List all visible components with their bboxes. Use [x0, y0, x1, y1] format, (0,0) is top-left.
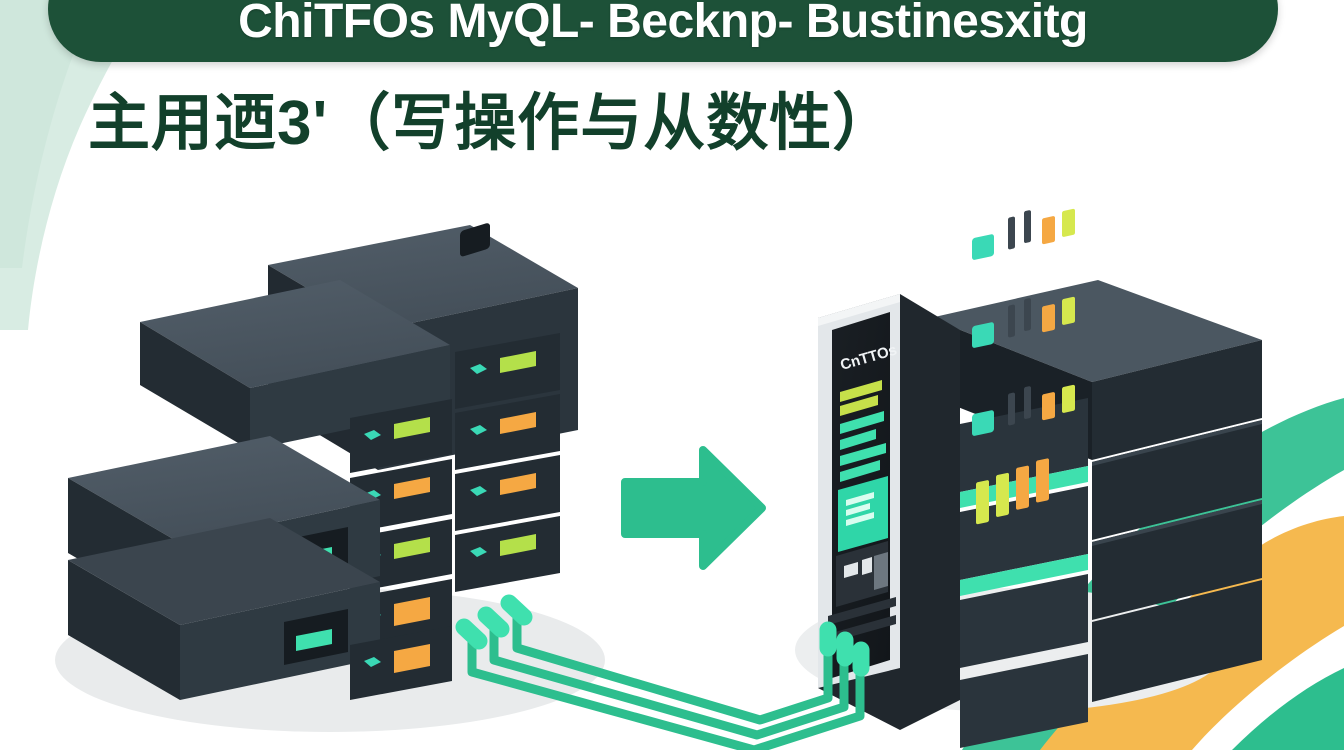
ribbon-green-lower: [1232, 668, 1344, 750]
led-orange: [394, 477, 430, 499]
led-orange: [1042, 392, 1055, 421]
led-orange: [500, 412, 536, 434]
led-lime: [394, 537, 430, 559]
cable-plugs: [455, 594, 870, 677]
led-cyan: [972, 410, 994, 436]
led-cyan: [972, 322, 994, 348]
flow-arrow-icon: [621, 446, 766, 570]
bar-lime: [996, 472, 1009, 517]
terminal-lines: [828, 380, 896, 643]
led-lime: [1062, 296, 1075, 325]
led-orange: [1042, 304, 1055, 333]
page-subtitle: 主用迺3'（写操作与从数性）: [88, 89, 896, 158]
cable-3: [467, 627, 865, 750]
title-pill: ChiTFOs MyQL- Becknp- Bustinesxitg: [48, 0, 1278, 62]
led-lime: [1062, 384, 1075, 413]
led-lime: [394, 417, 430, 439]
cable-2: [489, 615, 849, 740]
corner-mint-shape-2: [0, 0, 96, 268]
server-bays-right-column: [455, 333, 560, 592]
status-strip: [960, 554, 1088, 596]
led-cyan: [470, 364, 487, 374]
led-lime: [1062, 208, 1075, 237]
cable-1: [512, 603, 833, 725]
bar-lime: [976, 480, 989, 525]
led-cyan: [470, 425, 487, 435]
led-orange: [394, 597, 430, 626]
led-cyan: [364, 657, 381, 667]
bar-orange: [1036, 458, 1049, 503]
led-orange: [500, 473, 536, 495]
led-orange: [1042, 216, 1055, 245]
led-orange: [394, 644, 430, 673]
rack-led-column: [960, 208, 1088, 748]
page-title: ChiTFOs MyQL- Becknp- Bustinesxitg: [238, 0, 1088, 48]
rack-bargraph-bay: [960, 458, 1088, 748]
led-cyan: [364, 430, 381, 440]
server-unit-front-2: [68, 518, 380, 700]
server-bay-front-lower: [350, 626, 452, 700]
tower-with-terminal: CnTTOs: [818, 294, 960, 730]
replica-server-tower: CnTTOs: [818, 208, 1262, 748]
led-cyan: [470, 547, 487, 557]
network-cables: [467, 603, 865, 750]
bar-orange: [1016, 465, 1029, 510]
led-lime: [500, 351, 536, 373]
server-unit-middle: [140, 280, 450, 450]
led-cyan: [470, 486, 487, 496]
primary-server-stack: [68, 223, 578, 700]
led-cyan: [972, 234, 994, 260]
led-mint: [296, 629, 332, 651]
led-lime: [500, 534, 536, 556]
